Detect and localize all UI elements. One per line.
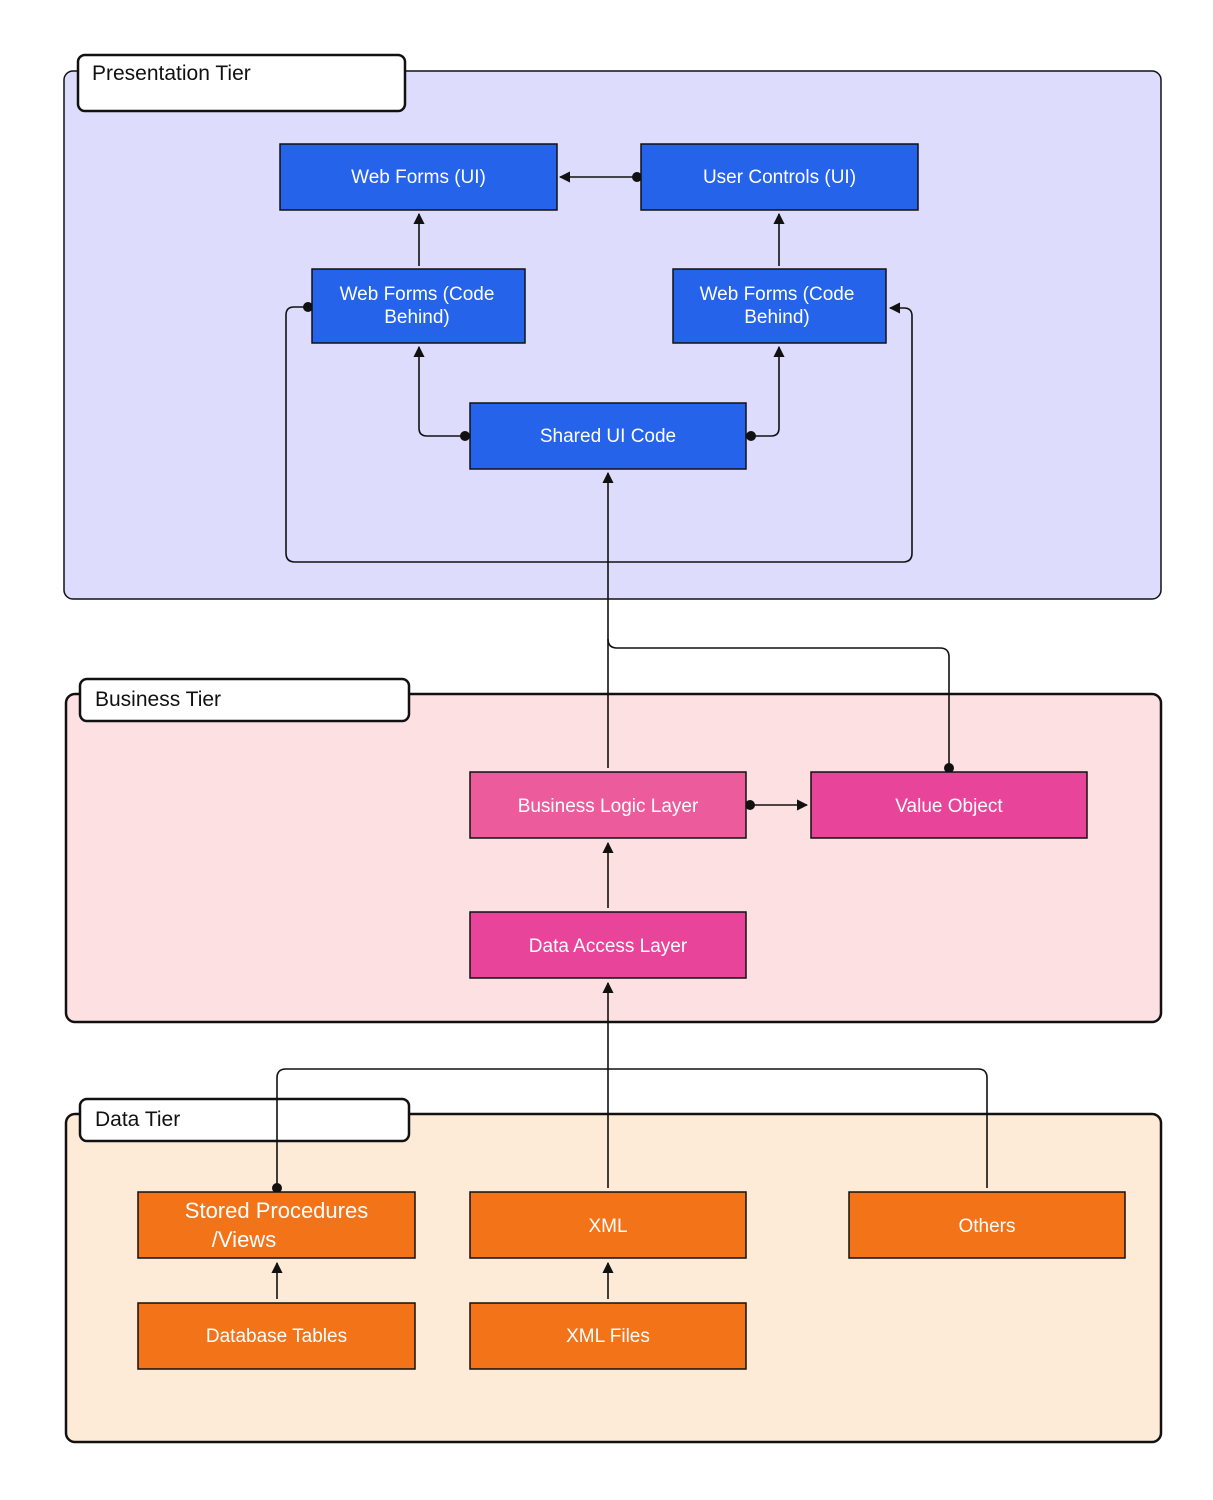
connector-shared-ui-to-right-codebehind — [751, 345, 785, 437]
data-tier-tab: Data Tier — [78, 1097, 411, 1143]
connector-stored-procedures-to-others — [276, 1068, 988, 1188]
others-node[interactable]: Others — [848, 1191, 1126, 1259]
connector-dot — [303, 302, 313, 312]
business-logic-layer-label: Business Logic Layer — [518, 796, 699, 817]
value-object-label: Value Object — [895, 796, 1003, 817]
connector-shared-ui-to-left-codebehind — [413, 345, 465, 437]
user-controls-ui-label: User Controls (UI) — [703, 167, 856, 188]
stored-procedures-node[interactable]: Stored Procedures /Views — [137, 1191, 416, 1259]
data-tier-title: Data Tier — [95, 1108, 180, 1131]
data-tier-panel — [64, 1112, 1163, 1444]
presentation-tier-panel — [63, 70, 1162, 600]
connector-value-object-to-trunk — [607, 638, 950, 768]
others-label: Others — [958, 1216, 1015, 1237]
connector-codebehind-loop — [285, 302, 913, 563]
connector-dot — [272, 1183, 282, 1193]
shared-ui-code-node[interactable]: Shared UI Code — [469, 402, 747, 470]
data-access-layer-label: Data Access Layer — [529, 936, 688, 957]
connectors — [271, 171, 988, 1299]
stored-procedures-line2: /Views — [212, 1227, 276, 1252]
value-object-node[interactable]: Value Object — [810, 771, 1088, 839]
user-controls-ui-node[interactable]: User Controls (UI) — [640, 143, 919, 211]
presentation-tier-title: Presentation Tier — [92, 62, 251, 85]
web-forms-code-behind-right-line1: Web Forms (Code — [700, 284, 855, 305]
web-forms-ui-label: Web Forms (UI) — [351, 167, 486, 188]
connector-dot — [944, 763, 954, 773]
xml-node[interactable]: XML — [469, 1191, 747, 1259]
business-logic-layer-node[interactable]: Business Logic Layer — [469, 771, 747, 839]
web-forms-code-behind-left-node[interactable]: Web Forms (Code Behind) — [311, 268, 526, 344]
business-tier-title: Business Tier — [95, 688, 221, 711]
web-forms-code-behind-left-line1: Web Forms (Code — [340, 284, 495, 305]
connector-dot — [632, 172, 642, 182]
web-forms-ui-node[interactable]: Web Forms (UI) — [279, 143, 558, 211]
web-forms-code-behind-left-line2: Behind) — [384, 307, 450, 328]
shared-ui-code-label: Shared UI Code — [540, 426, 676, 447]
xml-files-node[interactable]: XML Files — [469, 1302, 747, 1370]
web-forms-code-behind-right-node[interactable]: Web Forms (Code Behind) — [672, 268, 887, 344]
database-tables-label: Database Tables — [206, 1326, 347, 1347]
database-tables-node[interactable]: Database Tables — [137, 1302, 416, 1370]
data-access-layer-node[interactable]: Data Access Layer — [469, 911, 747, 979]
connector-dot — [746, 431, 756, 441]
connector-dot — [460, 431, 470, 441]
presentation-tier-tab: Presentation Tier — [76, 53, 407, 113]
xml-files-label: XML Files — [566, 1326, 650, 1347]
stored-procedures-line1: Stored Procedures — [185, 1198, 368, 1223]
business-tier-tab: Business Tier — [78, 677, 411, 723]
web-forms-code-behind-right-line2: Behind) — [744, 307, 810, 328]
xml-label: XML — [588, 1216, 627, 1237]
connector-dot — [745, 800, 755, 810]
